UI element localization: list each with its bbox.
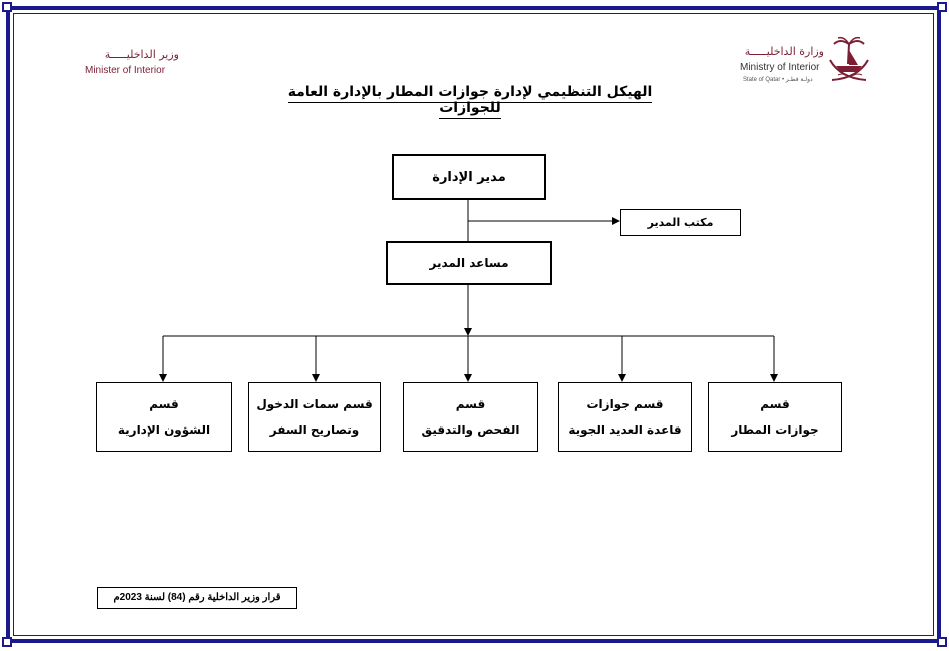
department-box-airport-passports: قسم جوازات المطار <box>708 382 842 452</box>
department-line1: قسم <box>760 397 790 411</box>
assistant-director-label: مساعد المدير <box>429 256 509 270</box>
ministry-logo-subline: State of Qatar • دولـة قطـر <box>743 77 813 83</box>
department-box-al-udeid: قسم جوازات قاعدة العديد الجوية <box>558 382 692 452</box>
page-border-inner <box>13 13 934 636</box>
minister-logo-arabic: وزير الداخليـــــة <box>104 48 179 61</box>
department-line1: قسم <box>455 397 486 411</box>
department-line2: الشؤون الإدارية <box>117 423 211 437</box>
director-label: مدير الإدارة <box>432 169 506 185</box>
department-line1: قسم <box>149 397 179 411</box>
department-line2: قاعدة العديد الجوية <box>568 423 682 437</box>
qatar-emblem-icon <box>829 36 869 81</box>
corner-ornament-bottom-right <box>937 637 947 647</box>
department-line2: الفحص والتدقيق <box>421 423 520 437</box>
department-box-admin-affairs: قسم الشؤون الإدارية <box>96 382 232 452</box>
department-box-inspection: قسم الفحص والتدقيق <box>403 382 538 452</box>
director-office-box: مكتب المدير <box>620 209 741 236</box>
department-line2: وتصاريح السفر <box>269 423 360 437</box>
chart-title: الهيكل التنظيمي لإدارة جوازات المطار بال… <box>270 84 670 119</box>
corner-ornament-bottom-left <box>2 637 12 647</box>
assistant-director-box: مساعد المدير <box>386 241 552 285</box>
director-box: مدير الإدارة <box>392 154 546 200</box>
department-line1: قسم جوازات <box>586 397 664 411</box>
minister-logo-english: Minister of Interior <box>85 65 166 76</box>
corner-ornament-top-left <box>2 2 12 12</box>
corner-ornament-top-right <box>937 2 947 12</box>
ministry-logo-english: Ministry of Interior <box>740 62 820 73</box>
page-border-outer <box>6 6 941 643</box>
department-line2: جوازات المطار <box>731 423 819 437</box>
department-line1: قسم سمات الدخول <box>256 397 373 411</box>
ministry-logo-arabic: وزارة الداخليـــــة <box>744 45 824 58</box>
decree-reference: قرار وزير الداخلية رقم (84) لسنة 2023م <box>97 587 297 609</box>
director-office-label: مكتب المدير <box>647 216 714 229</box>
department-box-entry-visas: قسم سمات الدخول وتصاريح السفر <box>248 382 381 452</box>
